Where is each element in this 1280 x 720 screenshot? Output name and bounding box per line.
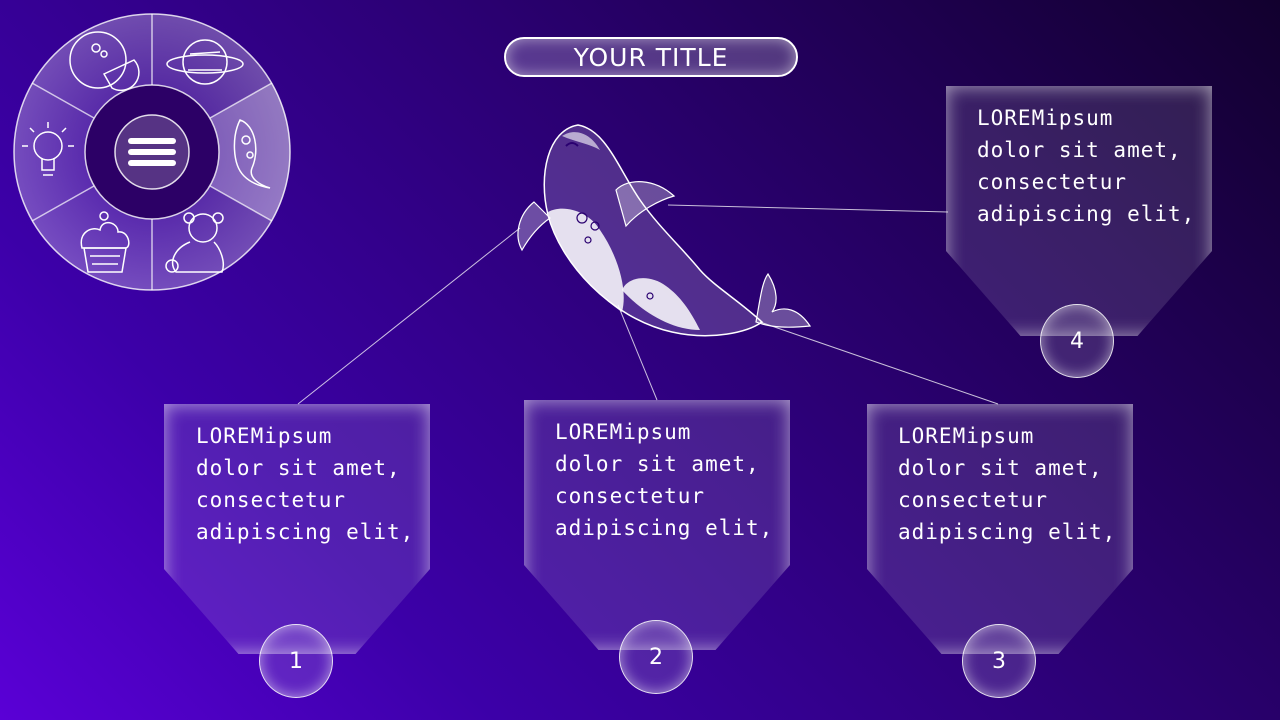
- lightbulb-icon[interactable]: [22, 122, 74, 176]
- title-pill: YOUR TITLE: [504, 37, 798, 77]
- card-2-number: 2: [649, 644, 663, 670]
- koi-fish-icon[interactable]: [233, 119, 271, 189]
- card-2-text: LOREMipsum dolor sit amet, consectetur a…: [555, 420, 774, 540]
- card-3-text: LOREMipsum dolor sit amet, consectetur a…: [898, 424, 1117, 544]
- page-title: YOUR TITLE: [573, 42, 729, 72]
- planet-icon[interactable]: [166, 39, 244, 85]
- card-3-number: 3: [992, 648, 1006, 674]
- card-2-number-badge: 2: [619, 620, 693, 694]
- card-1: [164, 404, 430, 654]
- card-3: [867, 404, 1133, 654]
- card-1-text: LOREMipsum dolor sit amet, consectetur a…: [196, 424, 415, 544]
- card-4-number: 4: [1070, 328, 1084, 354]
- menu-wheel[interactable]: [13, 13, 291, 291]
- orange-icon[interactable]: [69, 31, 140, 92]
- card-3-number-badge: 3: [962, 624, 1036, 698]
- cupcake-icon[interactable]: [80, 211, 130, 273]
- card-1-number: 1: [289, 648, 303, 674]
- connector-lines: [297, 204, 999, 405]
- whale-icon: [517, 124, 812, 337]
- card-4-number-badge: 4: [1040, 304, 1114, 378]
- card-1-number-badge: 1: [259, 624, 333, 698]
- card-4-text: LOREMipsum dolor sit amet, consectetur a…: [977, 106, 1196, 226]
- bear-icon[interactable]: [165, 212, 225, 273]
- hamburger-menu-icon[interactable]: [114, 114, 190, 190]
- card-2: [524, 400, 790, 650]
- card-4: [946, 86, 1212, 336]
